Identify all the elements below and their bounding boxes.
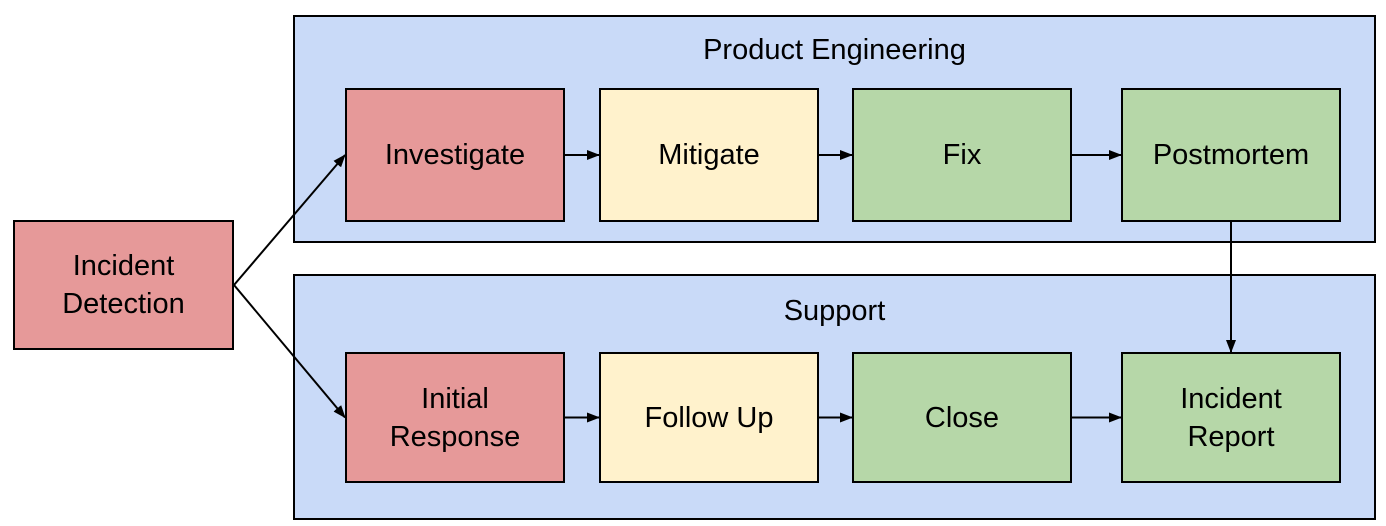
node-initial-response: Initial Response [345, 352, 565, 483]
node-label: Investigate [384, 139, 526, 171]
node-postmortem: Postmortem [1121, 88, 1341, 222]
node-label: Follow Up [644, 401, 774, 434]
node-fix: Fix [852, 88, 1072, 222]
node-label: Incident Report [1180, 382, 1282, 453]
node-label: Initial Response [389, 382, 521, 453]
node-label: Incident Detection [62, 250, 185, 320]
lane-title-product-engineering: Product Engineering [703, 34, 966, 66]
node-label: Postmortem [1152, 139, 1310, 171]
node-mitigate: Mitigate [599, 88, 819, 222]
node-label: Fix [942, 139, 982, 171]
node-follow-up: Follow Up [599, 352, 819, 483]
node-close: Close [852, 352, 1072, 483]
node-incident-report: Incident Report [1121, 352, 1341, 483]
lane-title-support: Support [783, 295, 886, 327]
node-incident-detection: Incident Detection [13, 220, 234, 350]
node-label: Mitigate [658, 139, 760, 171]
node-label: Close [924, 401, 1000, 434]
node-investigate: Investigate [345, 88, 565, 222]
